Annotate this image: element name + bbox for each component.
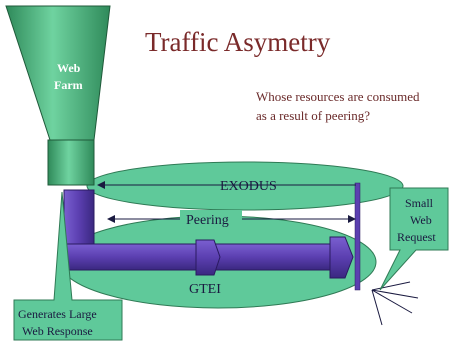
request-callout xyxy=(379,187,449,291)
request-label-3: Request xyxy=(397,230,436,244)
exodus-label: EXODUS xyxy=(220,179,277,194)
peering-label: Peering xyxy=(186,213,229,228)
web-farm-label-2: Farm xyxy=(54,78,83,92)
web-farm-base xyxy=(47,139,95,186)
question-line-1: Whose resources are consumed xyxy=(256,89,420,104)
response-label-1: Generates Large xyxy=(18,307,97,321)
gtei-label: GTEI xyxy=(189,282,221,297)
slide-title: Traffic Asymetry xyxy=(145,27,331,57)
client-lines xyxy=(371,281,419,326)
question-line-2: as a result of peering? xyxy=(256,108,370,123)
request-line xyxy=(354,182,361,291)
exodus-cloud xyxy=(86,161,404,211)
response-label-2: Web Response xyxy=(22,324,93,338)
response-callout xyxy=(13,191,123,341)
request-label-1: Small xyxy=(405,196,434,210)
peering-label-bg xyxy=(180,210,242,228)
request-label-2: Web xyxy=(410,213,432,227)
pipe-arrowhead xyxy=(329,236,354,279)
web-farm-label-1: Web xyxy=(57,61,81,75)
router-block xyxy=(195,239,221,276)
